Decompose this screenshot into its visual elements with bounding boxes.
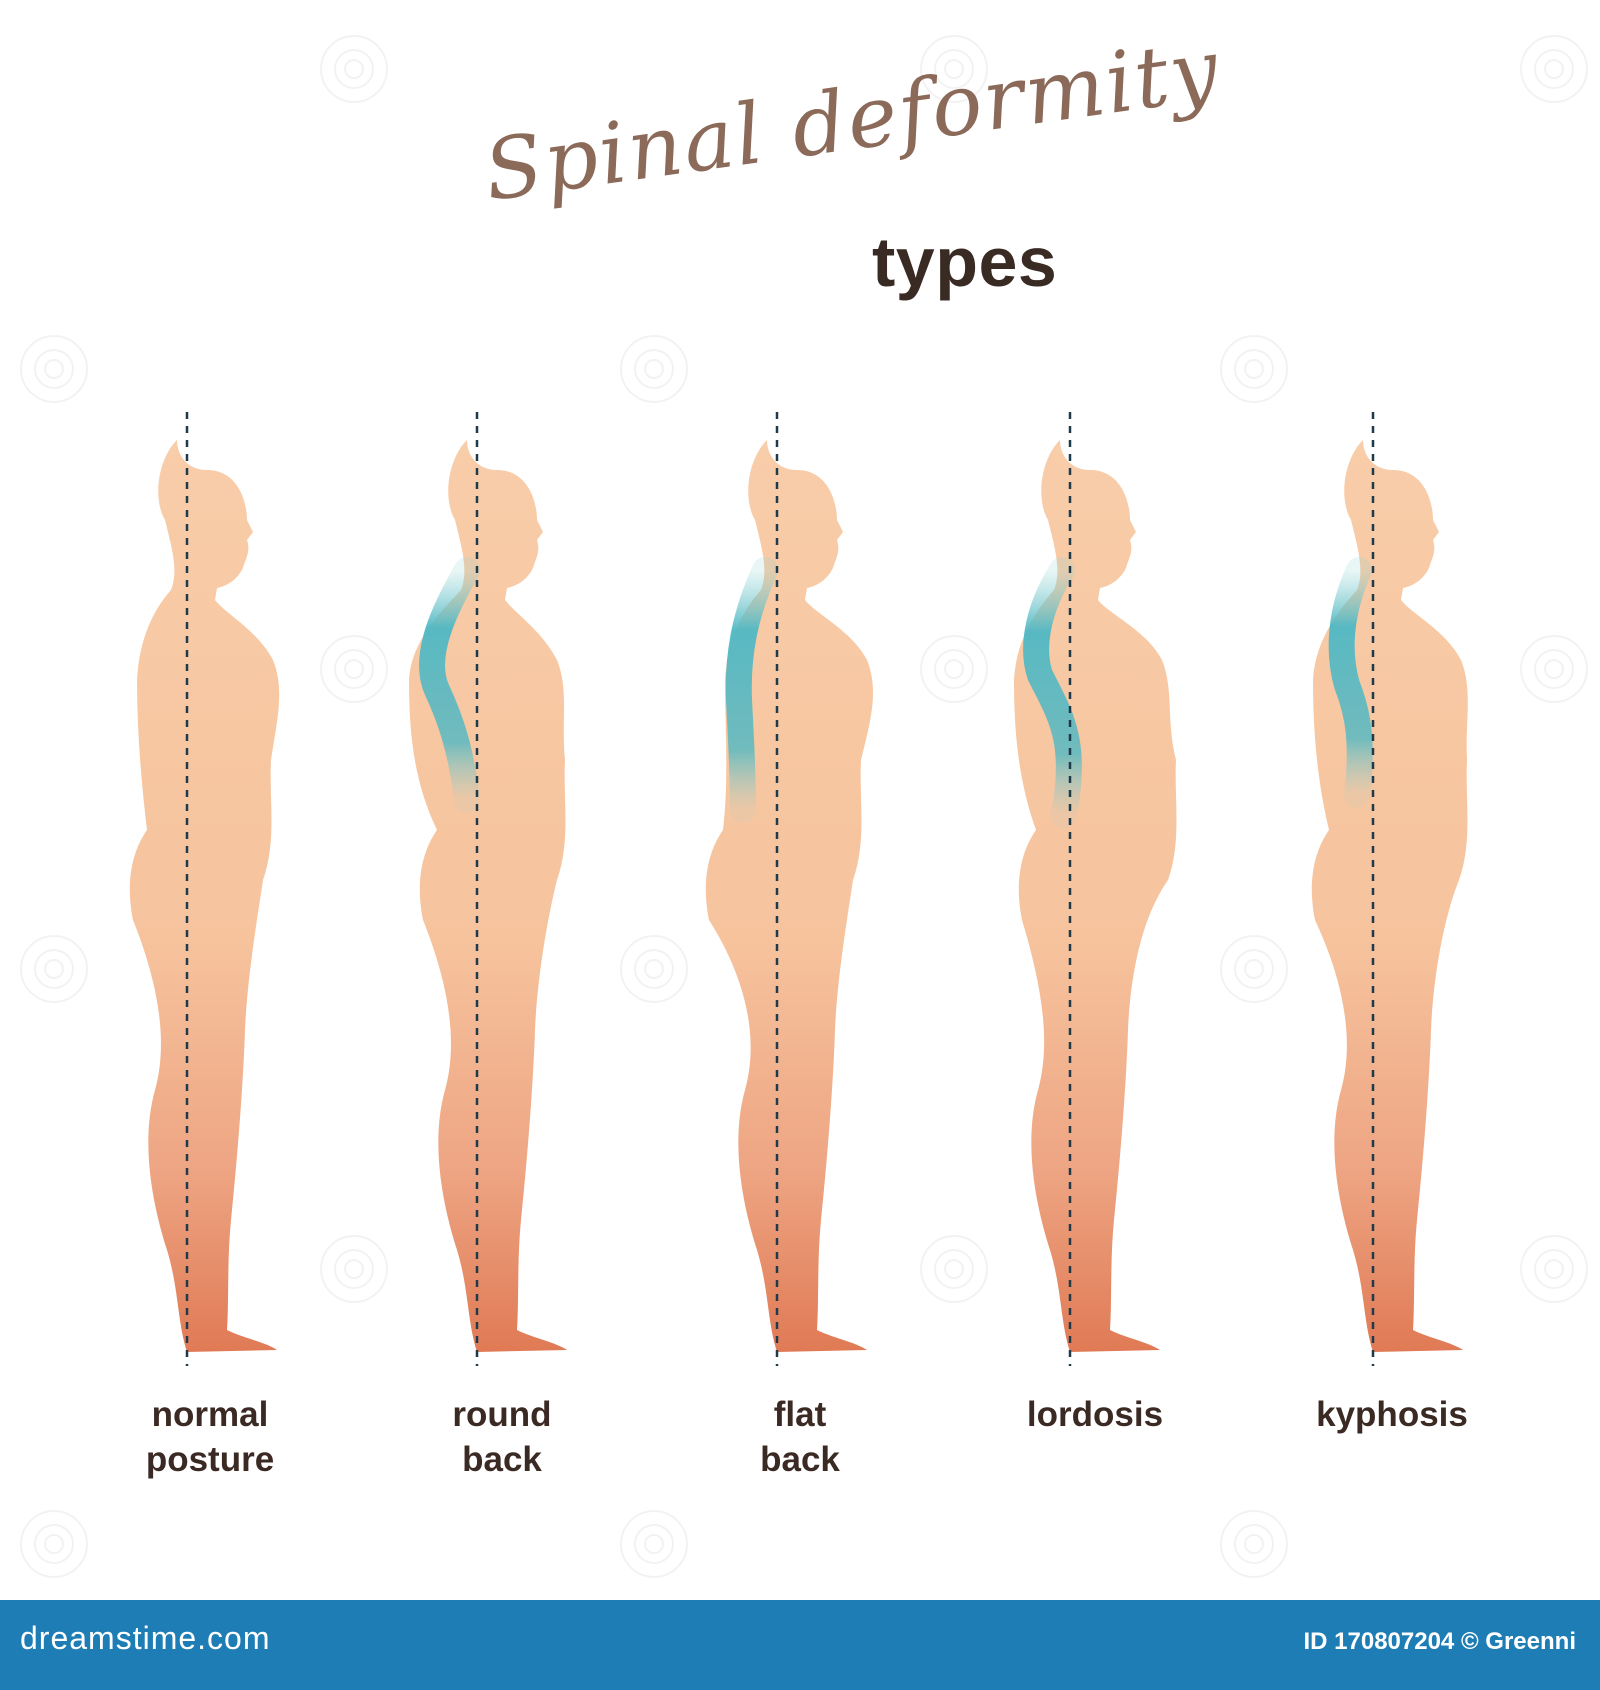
watermark-icon: [620, 935, 688, 1003]
footer-bar: dreamstime.com ID 170807204 © Greenni: [0, 1600, 1600, 1690]
posture-label-kyphosis: kyphosis: [1282, 1392, 1502, 1437]
posture-label-round-back: round back: [392, 1392, 612, 1482]
watermark-icon: [320, 1235, 388, 1303]
watermark-icon: [1220, 1510, 1288, 1578]
watermark-icon: [20, 935, 88, 1003]
watermark-icon: [320, 35, 388, 103]
watermark-icon: [620, 335, 688, 403]
watermark-icon: [1520, 635, 1588, 703]
posture-label-line1: lordosis: [1026, 1395, 1164, 1434]
figure-flat: [705, 440, 874, 1352]
watermark-icon: [920, 635, 988, 703]
footer-brand[interactable]: dreamstime.com: [20, 1620, 271, 1656]
spine-curve: [1328, 557, 1373, 808]
watermark-icon: [320, 635, 388, 703]
posture-label-flat-back: flat back: [690, 1392, 910, 1482]
watermark-icon: [20, 335, 88, 403]
posture-label-line2: posture: [145, 1440, 275, 1479]
watermark-icon: [1220, 335, 1288, 403]
posture-label-lordosis: lordosis: [985, 1392, 1205, 1437]
watermark-icon: [1520, 1235, 1588, 1303]
posture-label-line2: back: [462, 1440, 542, 1479]
title-bold: types: [872, 223, 1058, 301]
posture-label-line2: back: [760, 1440, 840, 1479]
posture-figures: [129, 412, 1468, 1366]
footer-stock-id: ID 170807204 © Greenni: [1303, 1628, 1576, 1655]
body-silhouette: [1014, 440, 1177, 1352]
body-silhouette: [129, 440, 280, 1352]
spine-curve: [725, 557, 778, 823]
posture-label-line1: flat: [773, 1395, 827, 1434]
figure-lordosis: [1014, 440, 1177, 1352]
watermark-icon: [20, 1510, 88, 1578]
posture-label-line1: normal: [151, 1395, 269, 1434]
watermark-icon: [620, 1510, 688, 1578]
posture-label-normal: normal posture: [100, 1392, 320, 1482]
watermark-icon: [920, 35, 988, 103]
watermark-icon: [1220, 935, 1288, 1003]
body-silhouette: [1311, 440, 1468, 1352]
watermark-icon: [920, 1235, 988, 1303]
posture-label-line1: round: [452, 1395, 552, 1434]
body-silhouette: [705, 440, 874, 1352]
spine-curve: [419, 557, 480, 813]
watermark-icon: [1520, 35, 1588, 103]
figure-kyphosis: [1311, 440, 1468, 1352]
figure-none: [129, 440, 280, 1352]
posture-label-line1: kyphosis: [1316, 1395, 1468, 1434]
figure-round: [409, 440, 567, 1352]
body-silhouette: [409, 440, 567, 1352]
